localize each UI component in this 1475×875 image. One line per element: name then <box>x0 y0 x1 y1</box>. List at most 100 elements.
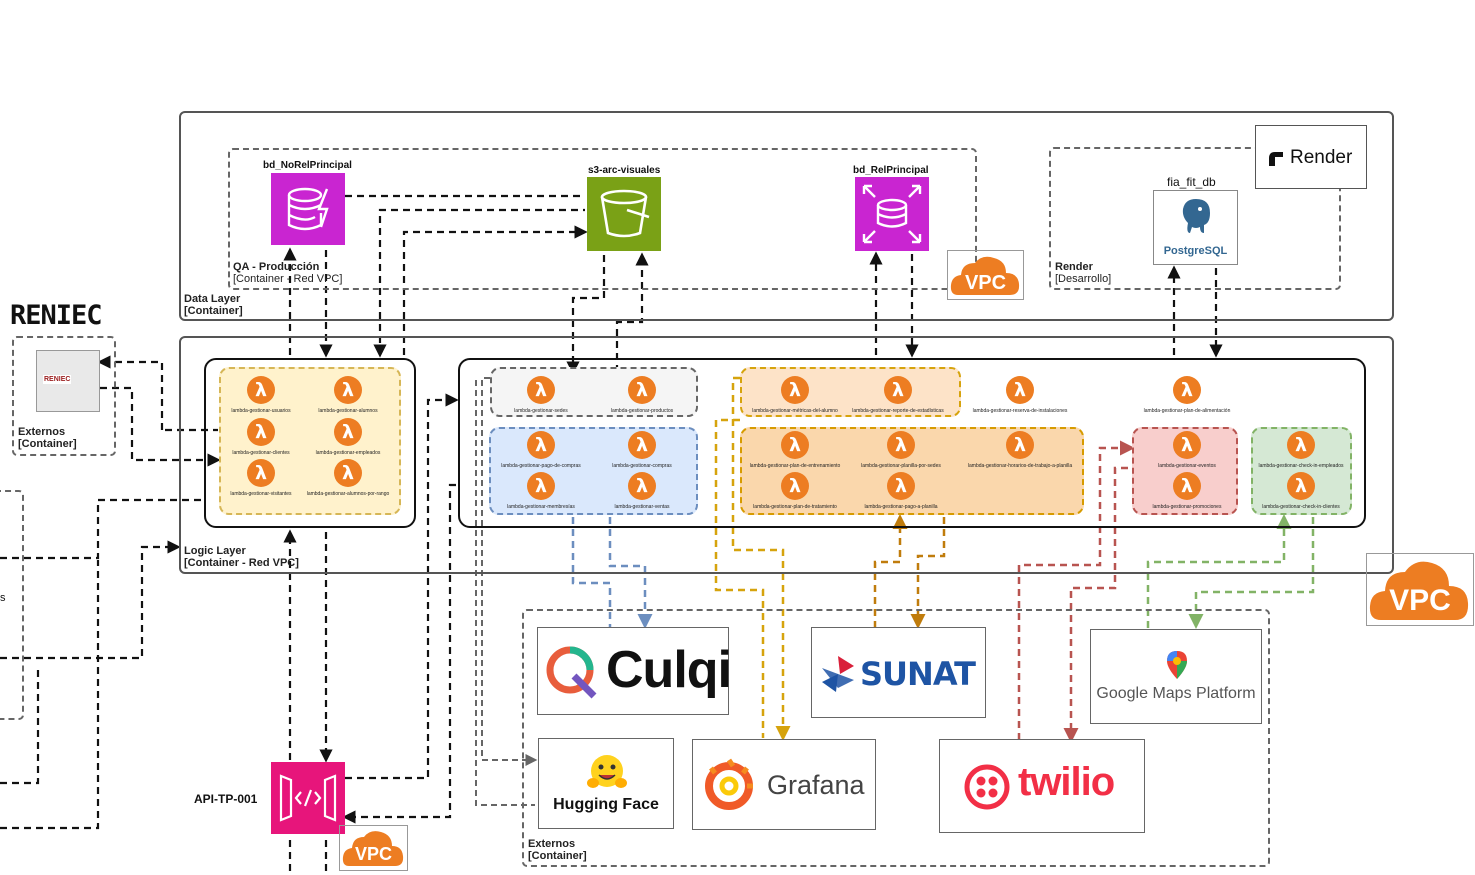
lambda-icon: λ <box>334 376 362 404</box>
lambda-icon: λ <box>1287 472 1315 500</box>
lambda-label: lambda-gestionar-membresías <box>507 504 575 510</box>
lambda-checkin-clientes: λ lambda-gestionar-check-in-clientes <box>1241 472 1361 510</box>
lambda-sedes: λ lambda-gestionar-sedes <box>481 376 601 414</box>
hugging-face-emoji-icon <box>587 755 627 788</box>
logic-layer-caption: Logic Layer [Container - Red VPC] <box>184 545 299 569</box>
lambda-icon: λ <box>247 418 275 446</box>
lambda-membresias: λ lambda-gestionar-membresías <box>481 472 601 510</box>
lambda-icon: λ <box>781 472 809 500</box>
vpc-cloud-icon <box>342 831 404 866</box>
lambda-label: lambda-gestionar-sedes <box>514 408 568 414</box>
vpc-cloud-icon <box>950 256 1020 295</box>
lambda-blue-group <box>489 427 698 515</box>
lambda-plan-entrenamiento: λ lambda-gestionar-plan-de-entrenamiento <box>735 431 855 469</box>
qa-production-caption: QA - Producción [Container - Red VPC] <box>233 261 342 285</box>
logic-layer-type: [Container - Red VPC] <box>184 557 299 569</box>
sunat-card: SUNAT <box>811 627 986 718</box>
lambda-label: lambda-gestionar-empleados <box>315 450 381 456</box>
lambda-alumnos-por-rango: λ lambda-gestionar-alumnos-por-rango <box>288 459 408 497</box>
vpc-label-api: VPC <box>354 844 392 864</box>
grafana-card: Grafana <box>692 739 876 830</box>
lambda-icon: λ <box>781 376 809 404</box>
culqi-card: Culqi <box>537 627 732 715</box>
postgresql-elephant-icon <box>1182 199 1210 233</box>
hugging-face-text: Hugging Face <box>553 796 659 813</box>
left-offscreen-container <box>0 490 24 720</box>
lambda-label: lambda-gestionar-reporte-de-estadísticas <box>852 408 944 414</box>
hugging-face-card: Hugging Face <box>538 738 674 829</box>
vpc-label-logic: VPC <box>1389 584 1451 617</box>
externos-bottom-container <box>522 609 1270 867</box>
bucket-glyph-icon <box>600 189 650 238</box>
logic-layer-name: Logic Layer <box>184 545 246 557</box>
reniec-title: RENIEC <box>10 300 103 331</box>
render-logo-icon <box>1269 152 1283 166</box>
lambda-label: lambda-gestionar-check-in-clientes <box>1262 504 1340 510</box>
lambda-icon: λ <box>887 472 915 500</box>
lambda-icon: λ <box>527 472 555 500</box>
lambda-label: lambda-gestionar-usuarios <box>231 408 291 414</box>
dynamodb-icon <box>271 173 345 245</box>
lambda-label: lambda-gestionar-planilla-por-sedes <box>861 463 941 469</box>
s3-icon <box>587 177 661 251</box>
lambda-label: lambda-gestionar-horarios-de-trabajo-a-p… <box>967 463 1073 469</box>
postgresql-text: PostgreSQL <box>1163 245 1228 257</box>
lambda-label: lambda-gestionar-check-in-empleados <box>1258 463 1344 469</box>
render-logo-card: Render <box>1255 125 1367 189</box>
data-layer-caption: Data Layer [Container] <box>184 293 243 317</box>
lambda-icon: λ <box>781 431 809 459</box>
lambda-icon: λ <box>628 376 656 404</box>
lambda-label: lambda-gestionar-visitantes <box>230 491 292 497</box>
twilio-card: twilio <box>939 739 1145 833</box>
api-gateway-glyph-icon <box>279 774 337 822</box>
lambda-label: lambda-gestionar-compras <box>612 463 672 469</box>
api-gateway-icon <box>271 762 345 834</box>
lambda-label: lambda-gestionar-plan-de-alimentación <box>1143 408 1231 414</box>
sunat-text: SUNAT <box>860 655 976 693</box>
reniec-logo-text: RENIEC <box>43 375 72 384</box>
grafana-text: Grafana <box>767 770 865 800</box>
lambda-label: lambda-gestionar-pago-de-compras <box>501 463 581 469</box>
culqi-logo-icon <box>546 646 597 699</box>
lambda-label: lambda-gestionar-productos <box>610 408 674 414</box>
lambda-icon: λ <box>884 376 912 404</box>
lambda-empleados: λ lambda-gestionar-empleados <box>288 418 408 456</box>
lambda-label: lambda-gestionar-alumnos-por-rango <box>306 491 390 497</box>
lambda-icon: λ <box>527 376 555 404</box>
lambda-label: lambda-gestionar-plan-de-entrenamiento <box>749 463 841 469</box>
render-logo-text: Render <box>1290 147 1353 168</box>
lambda-label: lambda-gestionar-promociones <box>1152 504 1222 510</box>
api-gateway-label: API-TP-001 <box>194 792 258 806</box>
lambda-icon: λ <box>334 418 362 446</box>
data-layer-type: [Container] <box>184 305 243 317</box>
sunat-logo-icon <box>822 656 854 692</box>
externos-left-container <box>12 336 116 456</box>
lambda-peach-group <box>740 367 961 417</box>
s3-label: s3-arc-visuales <box>588 165 661 176</box>
lambda-icon: λ <box>1173 472 1201 500</box>
render-type: [Desarrollo] <box>1055 273 1112 285</box>
lambda-icon: λ <box>1006 431 1034 459</box>
lambda-label: lambda-gestionar-alumnos <box>318 408 378 414</box>
grafana-logo-icon <box>705 758 753 810</box>
bd-norel-label: bd_NoRelPrincipal <box>263 160 352 171</box>
dynamodb-glyph-icon <box>287 187 329 231</box>
lambda-icon: λ <box>1006 376 1034 404</box>
lambda-alumnos: λ lambda-gestionar-alumnos <box>288 376 408 414</box>
lambda-main-container <box>458 358 1366 528</box>
render-name: Render <box>1055 261 1093 273</box>
lambda-icon: λ <box>334 459 362 487</box>
qa-production-name: QA - Producción <box>233 261 320 273</box>
lambda-reporte-estadisticas: λ lambda-gestionar-reporte-de-estadística… <box>838 376 958 414</box>
lambda-gray-group <box>490 367 698 417</box>
externos-bottom-caption: Externos [Container] <box>528 838 587 862</box>
render-group <box>1049 147 1341 290</box>
qa-production-group <box>228 148 977 290</box>
